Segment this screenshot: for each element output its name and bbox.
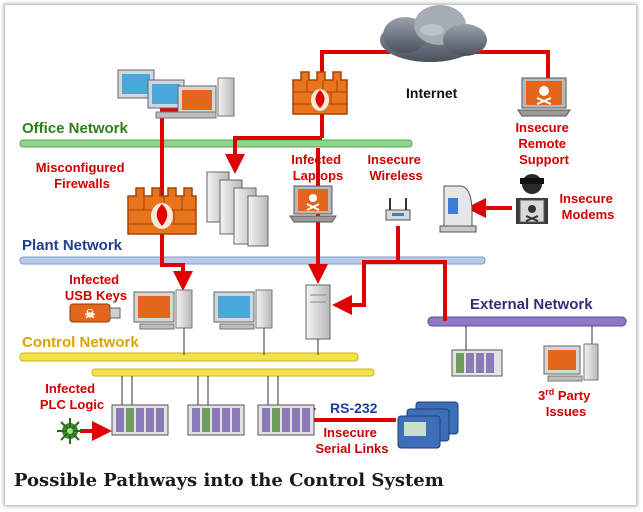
third-party-pc-icon xyxy=(543,343,599,382)
office-network-label: Office Network xyxy=(22,120,129,137)
insecure-modems-label: Insecure Modems xyxy=(559,191,616,222)
plant-firewall-icon xyxy=(127,187,197,235)
insecure-remote-support-label: Insecure Remote Support xyxy=(515,120,572,167)
control-network-bus-lower xyxy=(91,368,375,377)
wireless-access-point-icon xyxy=(385,198,411,221)
plant-network-label: Plant Network xyxy=(22,237,123,254)
misconfigured-firewalls-label: Misconfigured Firewalls xyxy=(36,160,128,191)
infected-laptop-icon xyxy=(289,185,337,223)
insecure-serial-links-label: Insecure Serial Links xyxy=(316,425,389,456)
plc-rack-3-icon xyxy=(257,404,315,436)
virus-icon xyxy=(57,418,83,444)
infected-laptops-label: Infected Laptops xyxy=(291,152,344,183)
plant-server-icon xyxy=(305,284,331,340)
control-network-label: Control Network xyxy=(22,334,139,351)
internet-label: Internet xyxy=(406,85,458,101)
remote-support-laptop-icon xyxy=(517,77,571,117)
network-drops xyxy=(121,326,593,405)
rs232-label: RS-232 xyxy=(330,400,378,416)
plant-pc-blue-icon xyxy=(213,289,273,330)
serial-devices-icon xyxy=(397,401,459,449)
office-network-bus xyxy=(19,139,413,148)
usb-key-icon: ☠ xyxy=(69,303,121,323)
insecure-wireless-label: Insecure Wireless xyxy=(367,152,424,183)
external-network-bus xyxy=(427,316,627,327)
control-network-bus xyxy=(19,352,359,362)
external-network-label: External Network xyxy=(470,296,593,313)
third-party-issues-label: 3rd Party Issues xyxy=(538,387,594,419)
svg-text:☠: ☠ xyxy=(85,307,96,321)
plant-pc-orange-icon xyxy=(133,289,193,330)
plc-rack-2-icon xyxy=(187,404,245,436)
infected-plc-logic-label: Infected PLC Logic xyxy=(40,381,104,412)
internet-firewall-icon xyxy=(292,71,348,115)
modem-icon xyxy=(439,185,477,233)
hacker-icon xyxy=(516,174,548,224)
infected-usb-keys-label: Infected USB Keys xyxy=(65,272,127,303)
office-servers-icon xyxy=(206,171,269,247)
office-workstations-icon xyxy=(117,69,235,119)
external-plc-rack-icon xyxy=(451,349,503,377)
internet-cloud-icon xyxy=(380,5,487,62)
plc-rack-1-icon xyxy=(111,404,169,436)
figure-caption: Possible Pathways into the Control Syste… xyxy=(14,470,444,491)
